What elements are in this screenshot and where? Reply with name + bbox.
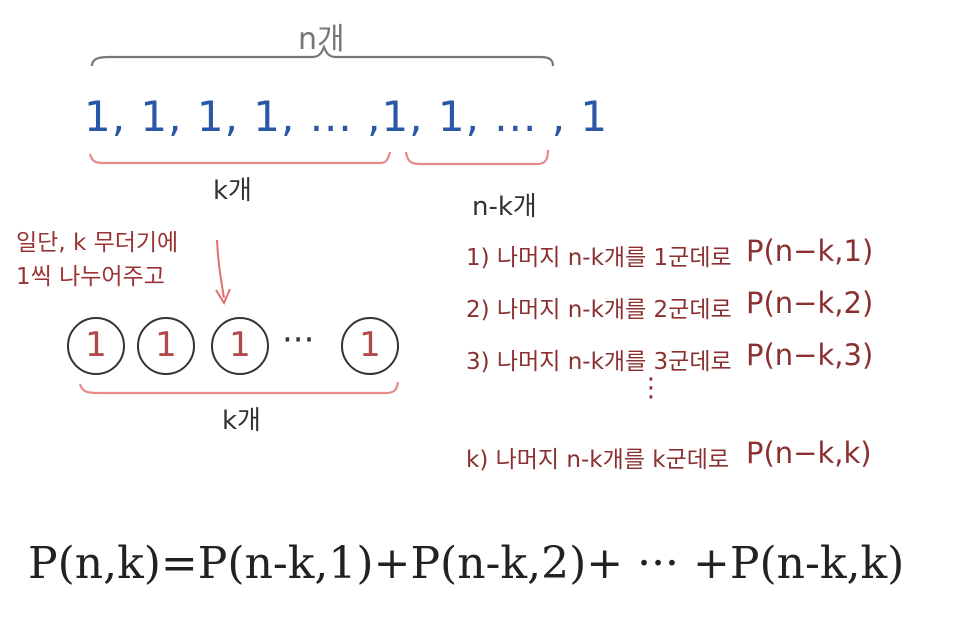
pile-circle [341, 317, 399, 375]
pile-value: 1 [229, 325, 251, 365]
pile-circle [67, 317, 125, 375]
case-formula: P(n−k,3) [746, 338, 874, 372]
k-group-underline [88, 151, 392, 165]
case-text: 2) 나머지 n-k개를 2군데로 [466, 297, 732, 323]
note-arrow [216, 239, 225, 299]
case-text: 1) 나머지 n-k개를 1군데로 [466, 245, 732, 271]
piles-underline [78, 381, 400, 395]
piles-ellipsis: ··· [282, 320, 315, 360]
nk-group-underline [404, 149, 550, 166]
cases-ellipsis: ⋮ [638, 373, 664, 403]
k-count-label-bottom: k개 [222, 406, 261, 436]
distribute-note: 일단, k 무더기에 1씩 나누어주고 [16, 230, 179, 290]
case-text: 3) 나머지 n-k개를 3군데로 [466, 349, 732, 375]
pile-circle [137, 317, 195, 375]
case-formula: P(n−k,k) [746, 436, 872, 470]
pile-value: 1 [359, 325, 381, 365]
case-formula: P(n−k,1) [746, 234, 874, 268]
sequence-of-ones: 1, 1, 1, 1, ... ,1, 1, ... , 1 [84, 92, 609, 141]
k-count-label-top: k개 [213, 176, 252, 206]
pile-value: 1 [85, 325, 107, 365]
pile-circle [211, 317, 269, 375]
pile-value: 1 [155, 325, 177, 365]
n-brace [90, 44, 555, 67]
case-text: k) 나머지 n-k개를 k군데로 [466, 447, 730, 473]
recurrence-formula: P(n,k)=P(n-k,1)+P(n-k,2)+ ··· +P(n-k,k) [28, 538, 905, 589]
nk-count-label: n-k개 [472, 192, 537, 222]
case-formula: P(n−k,2) [746, 286, 874, 320]
note-arrow-head [215, 288, 231, 306]
n-count-label: n개 [298, 22, 345, 57]
